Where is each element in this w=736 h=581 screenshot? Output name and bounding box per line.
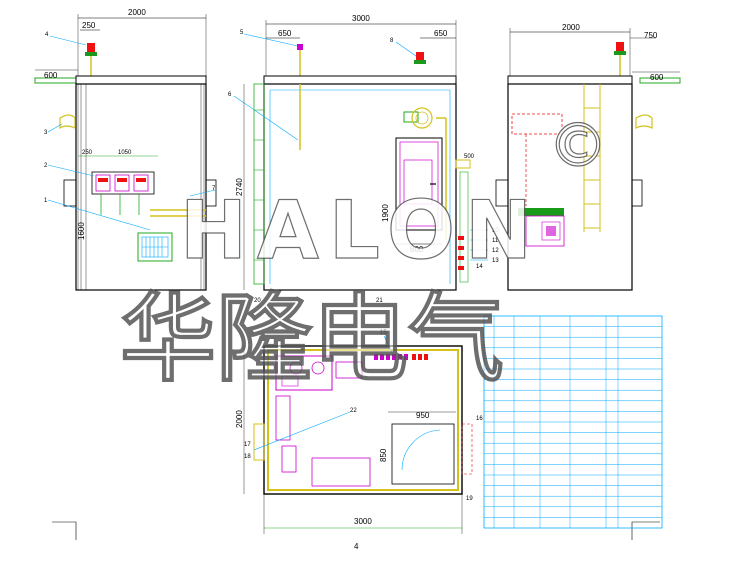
front-callout-21: 21 <box>376 298 383 304</box>
left-callout-7: 7 <box>212 186 216 192</box>
left-callout-4: 4 <box>45 32 49 38</box>
left-box-dim-a: 250 <box>82 150 93 156</box>
plan-callout-16: 16 <box>476 416 483 422</box>
left-callout-3: 3 <box>44 130 48 136</box>
plan-door-depth: 850 <box>379 448 388 462</box>
plan-view: 15 950 850 16 2000 17 18 19 22 3000 <box>235 330 483 534</box>
front-callout-13: 13 <box>492 258 499 264</box>
right-side-view: 2000 750 600 <box>495 23 681 291</box>
front-callout-20: 20 <box>254 298 261 304</box>
front-callout-14: 14 <box>476 264 483 270</box>
bill-of-materials-table <box>483 315 663 529</box>
left-side-view: 2000 250 4 600 3 250 1050 <box>34 8 217 291</box>
plan-callout-17: 17 <box>244 442 251 448</box>
front-height-dim: 2740 <box>235 178 244 196</box>
left-width-dim: 2000 <box>128 8 146 17</box>
right-canopy-dim: 600 <box>650 73 664 82</box>
front-callout-12: 12 <box>492 248 499 254</box>
watermark: HALON 华隆电气 © <box>119 110 608 395</box>
front-door-height: 1900 <box>381 204 390 222</box>
right-width-dim: 2000 <box>562 23 580 32</box>
left-beacon-offset: 250 <box>82 21 96 30</box>
plan-door-width: 950 <box>416 411 430 420</box>
plan-callout-22: 22 <box>350 408 357 414</box>
front-side-dim: 500 <box>464 154 475 160</box>
watermark-latin: HALON <box>180 184 542 277</box>
plan-callout-15: 15 <box>380 330 387 336</box>
front-callout-5: 5 <box>240 30 244 36</box>
front-right-offset: 650 <box>434 29 448 38</box>
right-beacon-offset: 750 <box>644 31 658 40</box>
left-canopy-dim: 600 <box>44 71 58 80</box>
watermark-copyright-mark: © <box>548 111 608 181</box>
left-box-dim-b: 1050 <box>118 150 132 156</box>
front-callout-11: 11 <box>492 238 499 244</box>
front-callout-8: 8 <box>390 38 394 44</box>
plan-callout-19: 19 <box>466 496 473 502</box>
beacon-light-icon <box>87 43 95 52</box>
left-height-dim: 1600 <box>77 222 86 240</box>
front-width-dim: 3000 <box>352 14 370 23</box>
plan-callout-18: 18 <box>244 454 251 460</box>
front-view: 3000 650 650 5 8 <box>228 14 499 304</box>
front-callout-6: 6 <box>228 92 232 98</box>
plan-depth-dim: 2000 <box>235 410 244 428</box>
front-callout-10: 10 <box>492 228 499 234</box>
page-number: 4 <box>354 542 359 551</box>
front-left-offset: 650 <box>278 29 292 38</box>
watermark-chinese: 华隆电气 <box>120 283 504 395</box>
left-callout-2: 2 <box>44 163 48 169</box>
left-callout-1: 1 <box>44 198 48 204</box>
plan-width-dim: 3000 <box>354 517 372 526</box>
front-door-width: 800 <box>410 245 424 254</box>
